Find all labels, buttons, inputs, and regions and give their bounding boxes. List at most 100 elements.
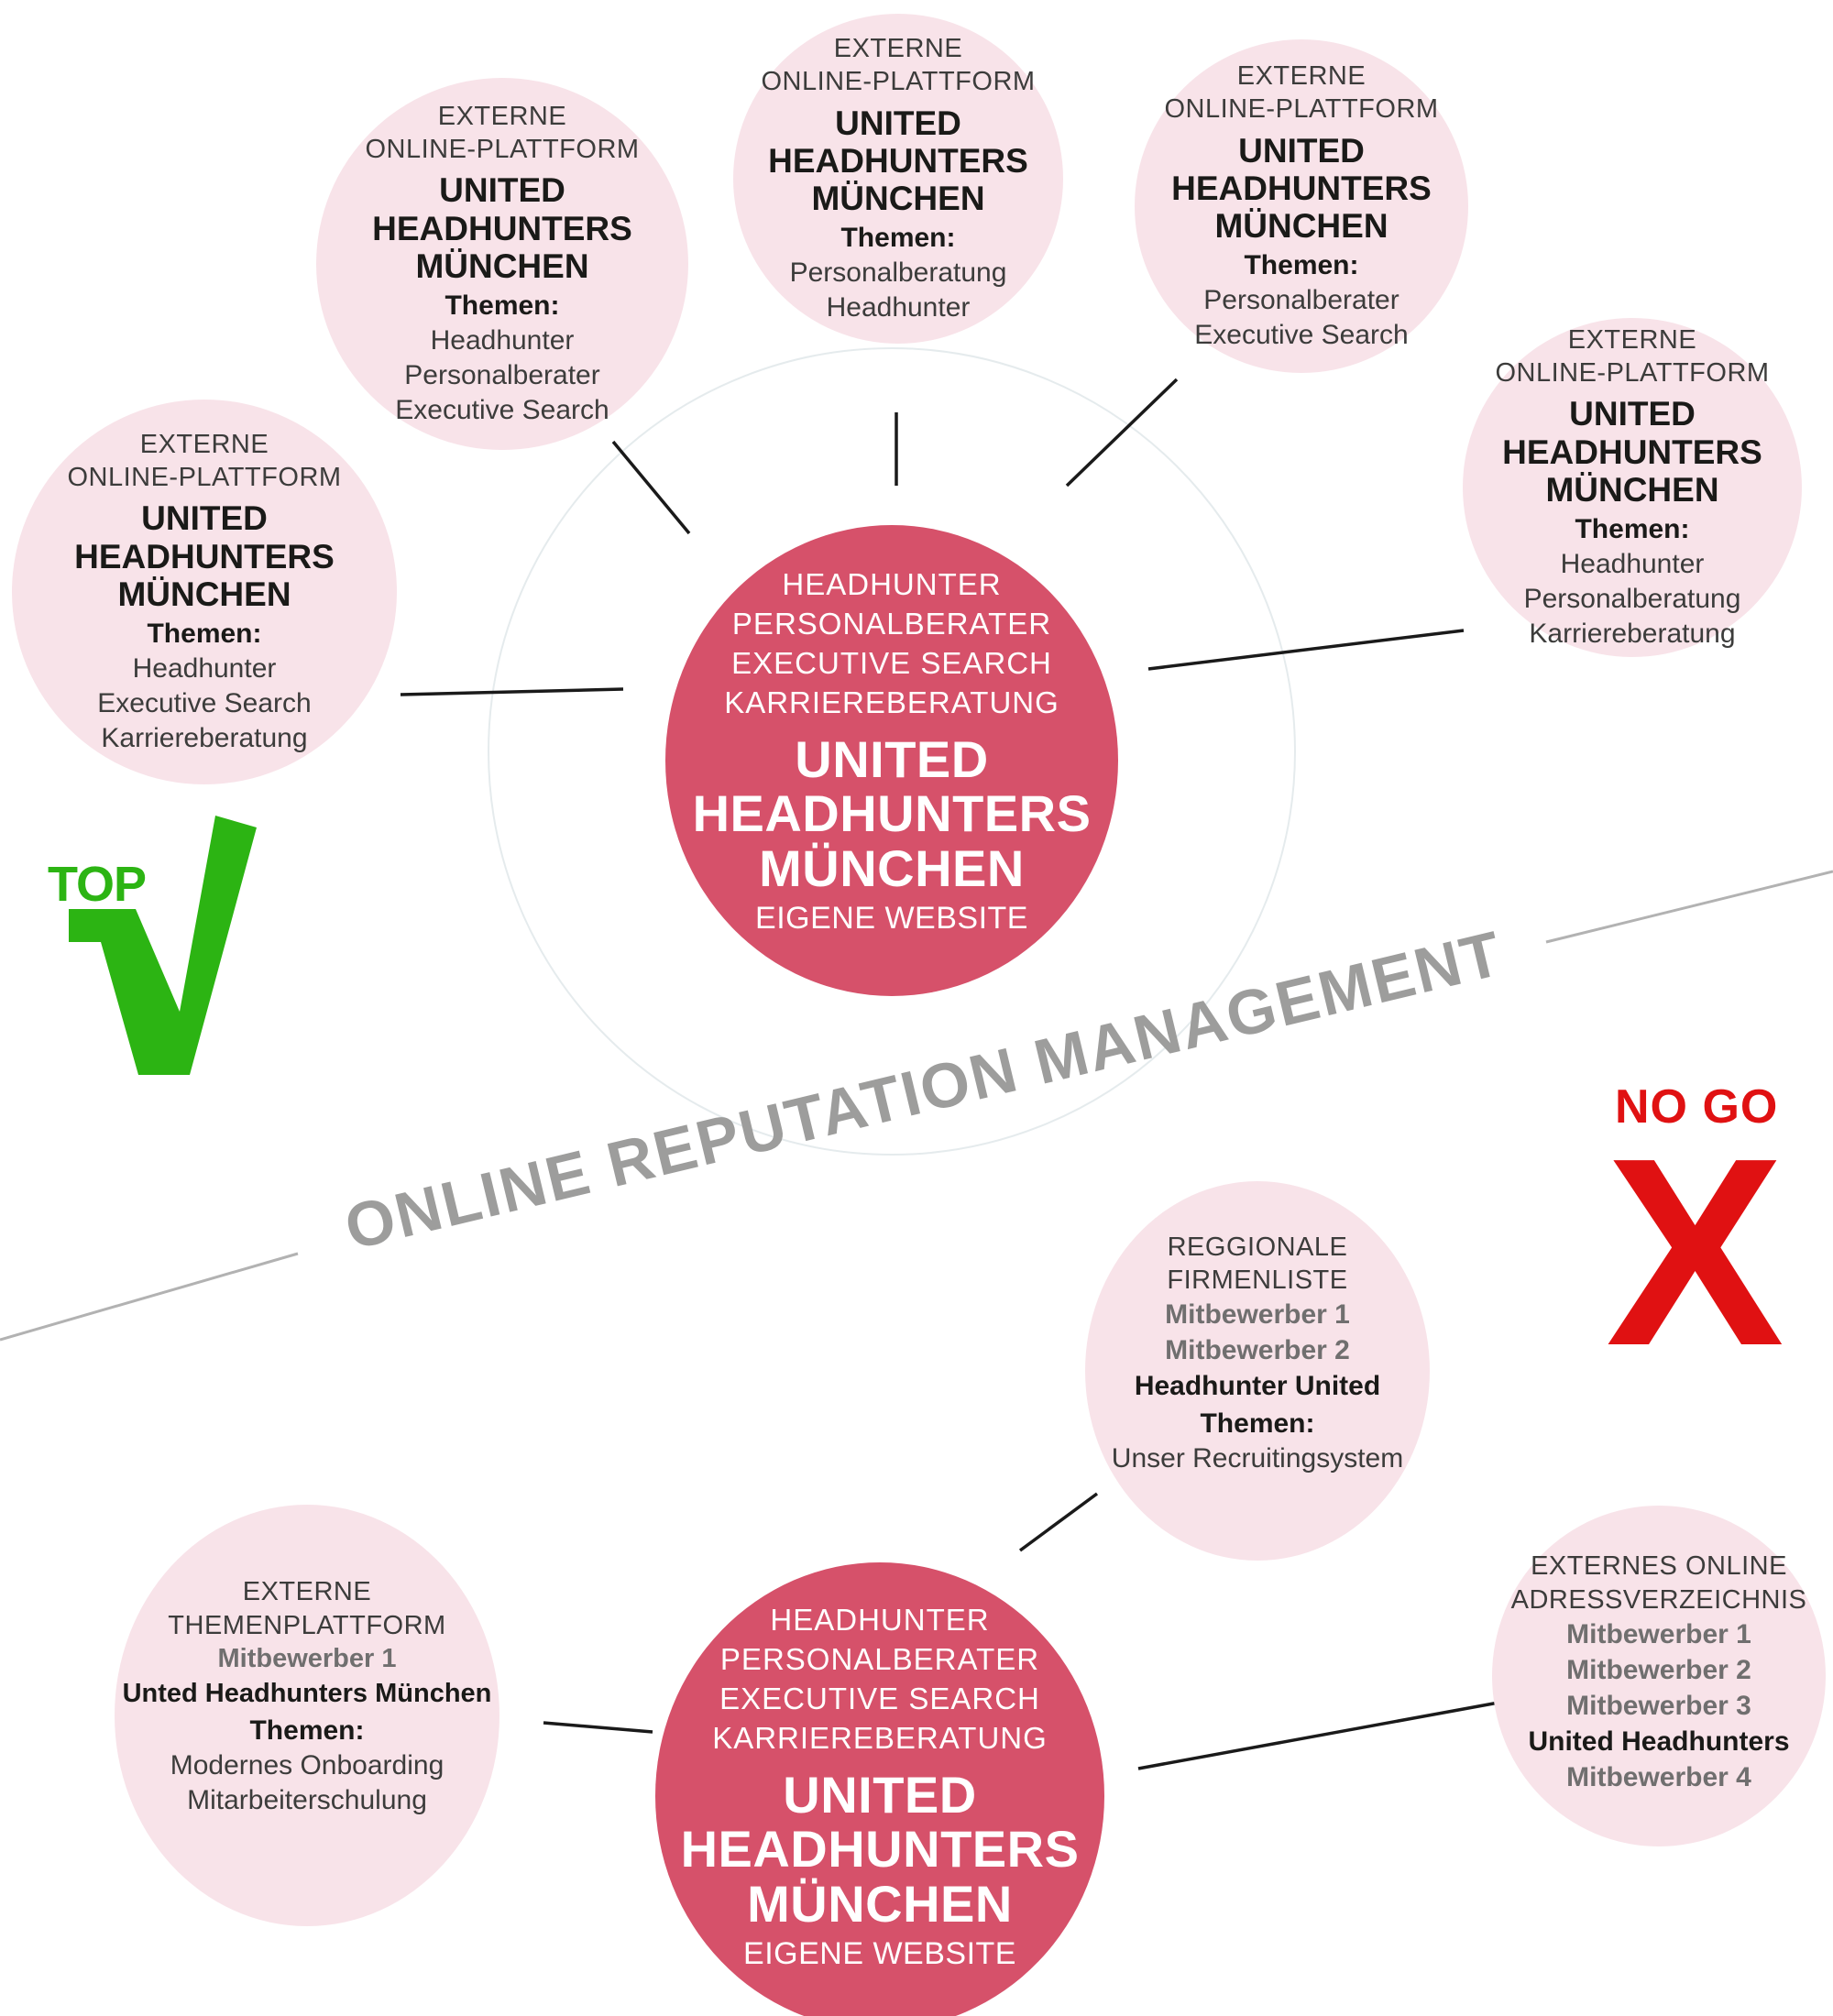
satellite-header-line: ADRESSVERZEICHNIS	[1510, 1584, 1807, 1615]
topic-line: Executive Search	[395, 394, 609, 425]
hub-title-line: UNITED	[783, 1765, 977, 1824]
hub-title-line: MÜNCHEN	[747, 1874, 1013, 1933]
satellite-header-line: ONLINE-PLATTFORM	[67, 463, 342, 493]
hub-subtitle: EIGENE WEBSITE	[755, 900, 1028, 936]
satellite-header-line: EXTERNE	[833, 34, 963, 63]
no-go-badge-label: NO GO	[1615, 1080, 1779, 1134]
hub-title-line: HEADHUNTERS	[680, 1820, 1080, 1879]
themen-label: Themen:	[249, 1715, 365, 1747]
top-badge-label: TOP	[48, 857, 147, 912]
satellite-title-line: HEADHUNTERS	[1171, 169, 1432, 207]
watermark-line-left	[0, 1252, 299, 1342]
satellite-header-line: EXTERNES ONLINE	[1531, 1551, 1787, 1582]
hub-title-line: HEADHUNTERS	[692, 784, 1092, 843]
faint-ring	[488, 347, 1296, 1156]
satellite-circle-top-2: EXTERNE ONLINE-PLATTFORM UNITED HEADHUNT…	[316, 78, 688, 450]
satellite-header-line: EXTERNE	[1236, 61, 1367, 91]
connector-hub-bottom-firmenliste	[1018, 1492, 1099, 1552]
satellite-header-line: EXTERNE	[1567, 324, 1697, 355]
checkmark-icon	[69, 816, 257, 1075]
competitor-entry: Mitbewerber 2	[1566, 1654, 1751, 1685]
topic-line: Unser Recruitingsystem	[1111, 1443, 1404, 1474]
themen-label: Themen:	[1244, 249, 1359, 280]
satellite-title-line: HEADHUNTERS	[372, 209, 632, 247]
topic-line: Executive Search	[1194, 319, 1409, 350]
hub-keyword: HEADHUNTER	[770, 1603, 990, 1638]
satellite-header-line: EXTERNE	[437, 101, 567, 131]
competitor-entry: Mitbewerber 2	[1165, 1335, 1350, 1366]
satellite-title-line: UNITED	[1569, 395, 1696, 433]
topic-line: Personalberatung	[789, 257, 1007, 288]
connector-hub-bottom-adressverzeichnis	[1137, 1701, 1499, 1770]
themen-label: Themen:	[445, 290, 560, 321]
satellite-circle-top-4: EXTERNE ONLINE-PLATTFORM UNITED HEADHUNT…	[1135, 39, 1468, 373]
hub-keyword: EXECUTIVE SEARCH	[719, 1682, 1040, 1716]
themen-label: Themen:	[840, 222, 956, 253]
satellite-title-line: HEADHUNTERS	[74, 537, 335, 575]
topic-line: Personalberater	[1203, 284, 1399, 315]
hub-keyword: PERSONALBERATER	[731, 607, 1052, 641]
satellite-title-line: UNITED	[835, 104, 961, 142]
satellite-header-line: EXTERNE	[242, 1577, 372, 1607]
satellite-title-line: HEADHUNTERS	[1502, 433, 1762, 471]
satellite-header-line: ONLINE-PLATTFORM	[1495, 358, 1770, 389]
hub-title-line: UNITED	[795, 729, 989, 788]
own-entry: Unted Headhunters München	[122, 1678, 492, 1708]
x-mark-icon: X	[1606, 1102, 1784, 1401]
themen-label: Themen:	[1200, 1408, 1315, 1440]
satellite-title-line: MÜNCHEN	[117, 575, 291, 614]
topic-line: Personalberatung	[1523, 583, 1741, 614]
hub-title-line: MÜNCHEN	[759, 838, 1025, 897]
competitor-entry: Mitbewerber 1	[1566, 1618, 1751, 1649]
hub-keywords: HEADHUNTER PERSONALBERATER EXECUTIVE SEA…	[712, 1601, 1048, 1759]
satellite-title-line: MÜNCHEN	[1545, 471, 1719, 509]
satellite-title-line: HEADHUNTERS	[768, 141, 1028, 180]
satellite-header-line: FIRMENLISTE	[1167, 1265, 1348, 1295]
satellite-title-line: MÜNCHEN	[811, 180, 985, 218]
satellite-header-line: THEMENPLATTFORM	[168, 1610, 446, 1640]
hub-keyword: EXECUTIVE SEARCH	[731, 646, 1052, 681]
connector-hub-top-satellite-1	[400, 687, 624, 696]
connector-hub-top-satellite-5	[1147, 629, 1465, 671]
satellite-header-line: EXTERNE	[139, 429, 269, 459]
satellite-header-line: ONLINE-PLATTFORM	[1164, 94, 1439, 125]
topic-line: Karriereberatung	[101, 722, 308, 753]
connector-hub-top-satellite-4	[1065, 378, 1179, 488]
connector-hub-bottom-themenplattform	[543, 1721, 653, 1734]
topic-line: Karriereberatung	[1529, 618, 1736, 649]
satellite-header-line: ONLINE-PLATTFORM	[365, 135, 640, 165]
satellite-circle-themenplattform: EXTERNE THEMENPLATTFORM Mitbewerber 1 Un…	[115, 1505, 499, 1926]
topic-line: Headhunter	[1560, 548, 1705, 579]
satellite-circle-top-1: EXTERNE ONLINE-PLATTFORM UNITED HEADHUNT…	[12, 400, 397, 784]
satellite-title-line: UNITED	[439, 171, 565, 210]
themen-label: Themen:	[147, 618, 262, 649]
hub-keyword: KARRIEREBERATUNG	[712, 1720, 1048, 1755]
satellite-circle-top-5: EXTERNE ONLINE-PLATTFORM UNITED HEADHUNT…	[1463, 318, 1802, 657]
satellite-title-line: UNITED	[141, 499, 268, 538]
satellite-title-line: MÜNCHEN	[415, 247, 589, 286]
competitor-entry: Mitbewerber 3	[1566, 1690, 1751, 1721]
hub-circle-top-own-website: HEADHUNTER PERSONALBERATER EXECUTIVE SEA…	[665, 525, 1118, 996]
satellite-title-line: MÜNCHEN	[1214, 207, 1388, 246]
hub-keyword: PERSONALBERATER	[719, 1642, 1040, 1677]
hub-circle-bottom-own-website: HEADHUNTER PERSONALBERATER EXECUTIVE SEA…	[655, 1562, 1104, 2016]
satellite-header-line: ONLINE-PLATTFORM	[761, 67, 1036, 97]
topic-line: Headhunter	[132, 652, 277, 684]
hub-keywords: HEADHUNTER PERSONALBERATER EXECUTIVE SEA…	[724, 565, 1059, 723]
connector-hub-top-satellite-2	[611, 440, 691, 535]
themen-label: Themen:	[1575, 513, 1690, 544]
topic-line: Modernes Onboarding	[170, 1750, 445, 1781]
topic-line: Mitarbeiterschulung	[187, 1785, 427, 1816]
own-entry: United Headhunters	[1528, 1726, 1790, 1757]
competitor-entry: Mitbewerber 4	[1566, 1761, 1751, 1792]
hub-subtitle: EIGENE WEBSITE	[743, 1935, 1016, 1971]
hub-keyword: HEADHUNTER	[782, 567, 1002, 602]
satellite-circle-adressverzeichnis: EXTERNES ONLINE ADRESSVERZEICHNIS Mitbew…	[1492, 1506, 1826, 1846]
competitor-entry: Mitbewerber 1	[217, 1643, 397, 1673]
watermark-line-right	[1545, 870, 1833, 944]
competitor-entry: Mitbewerber 1	[1165, 1299, 1350, 1331]
satellite-circle-top-3: EXTERNE ONLINE-PLATTFORM UNITED HEADHUNT…	[733, 14, 1063, 344]
hub-keyword: KARRIEREBERATUNG	[724, 685, 1059, 719]
